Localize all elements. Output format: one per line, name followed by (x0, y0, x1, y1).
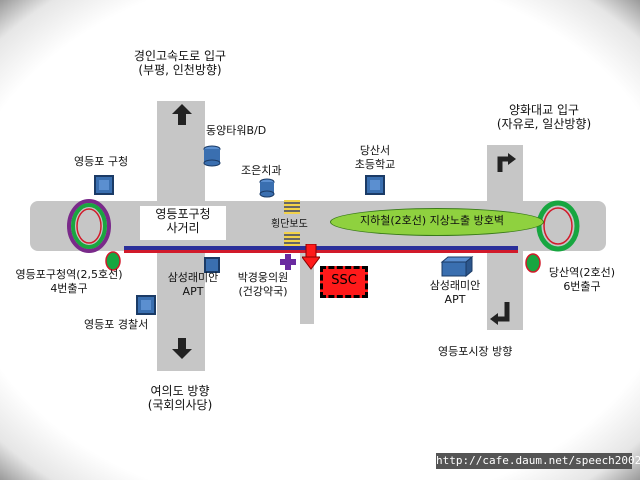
ssc-box (320, 266, 368, 298)
subway-line (124, 246, 518, 250)
samsung-left-label: 삼성래미안 APT (167, 271, 219, 298)
crosswalk-label: 횡단보도 (271, 219, 308, 230)
station-right-label: 당산역(2호선) 6번출구 (548, 266, 616, 293)
marker-down-arrow-icon (302, 244, 320, 270)
yeouido-direction-label: 여의도 방향 (국회의사당) (147, 384, 213, 412)
police-label: 영등포 경찰서 (84, 318, 149, 331)
arrow-turn-right-icon (497, 153, 516, 172)
dongyang-tower-label: 동양타워B/D (206, 124, 267, 137)
expressway-entrance-label: 경인고속도로 입구 (부평, 인천방향) (133, 49, 227, 77)
station-left-label: 영등포구청역(2,5호선) 4번출구 (15, 268, 123, 295)
market-direction-label: 영등포시장 방향 (438, 345, 513, 358)
intersection-box (140, 206, 226, 240)
road-vertical-right (487, 145, 523, 330)
building-cube-icon (204, 257, 220, 273)
station-ring-icon (536, 200, 580, 252)
arrow-up-icon (172, 104, 192, 125)
station-ring-icon (67, 199, 111, 253)
building-cube-icon (365, 175, 385, 195)
intersection-label: 영등포구청 사거리 (155, 207, 211, 235)
exit-marker-icon (525, 253, 541, 273)
clinic-cross-icon (280, 254, 296, 270)
cylinder-building-icon (203, 145, 221, 167)
clinic-label: 박경웅의원 (건강약국) (237, 271, 289, 298)
subway-wall-label: 지하철(2호선) 지상노출 방호벽 (360, 214, 505, 227)
subway-line-red (124, 250, 518, 253)
cylinder-building-icon (259, 178, 275, 198)
arrow-turn-down-icon (490, 302, 510, 325)
dangsan-school-label: 당산서 초등학교 (354, 144, 396, 171)
arrow-down-icon (172, 338, 192, 359)
crosswalk-stripes-top (284, 200, 300, 214)
gu-office-label: 영등포 구청 (74, 155, 129, 168)
building-cube-icon (94, 175, 114, 195)
exit-marker-icon (105, 251, 121, 271)
building-cube-icon (136, 295, 156, 315)
joeun-dental-label: 조은치과 (241, 164, 282, 177)
ssc-label: SSC (331, 273, 357, 288)
crosswalk-stripes-bottom (284, 232, 300, 246)
samsung-right-label: 삼성래미안 APT (429, 279, 481, 306)
source-url: http://cafe.daum.net/speech2002 (436, 453, 640, 469)
bridge-entrance-label: 양화대교 입구 (자유로, 일산방향) (496, 103, 592, 131)
building-cube-icon (440, 256, 474, 278)
subway-wall-zone (330, 208, 544, 236)
